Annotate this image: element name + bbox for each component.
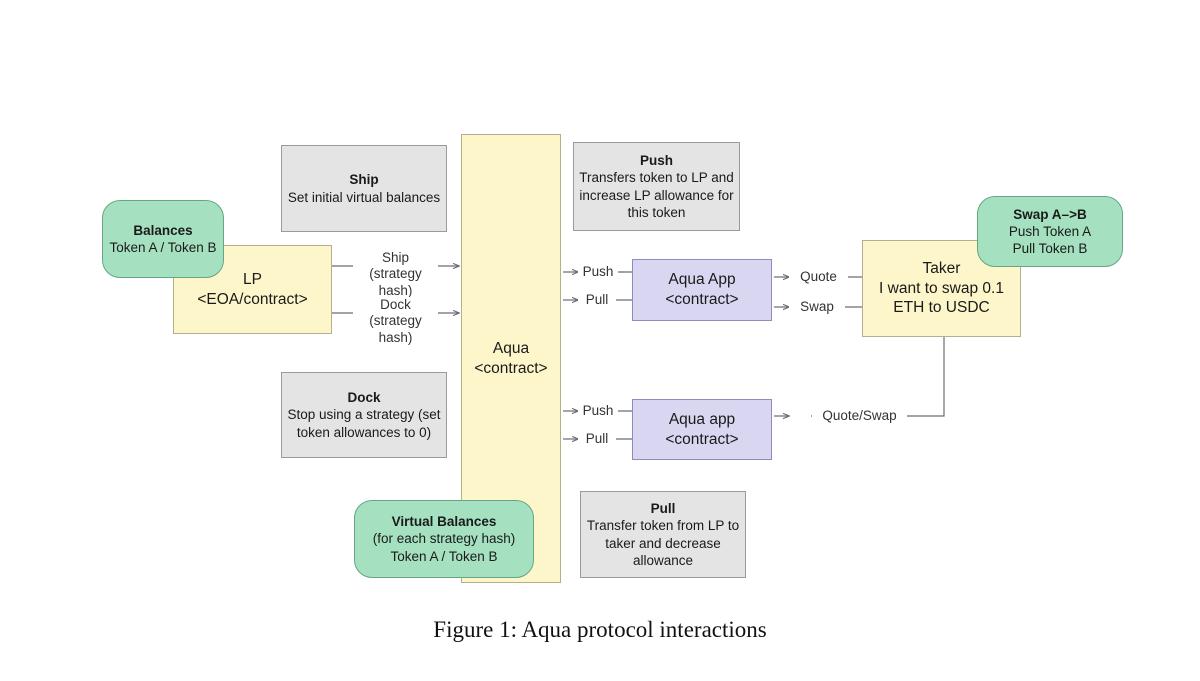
swap-note-line2: Pull Token B [1012,241,1088,257]
edge-label-swap: Swap [789,299,845,315]
balances-line1: Token A / Token B [109,240,217,255]
push-note-line1: Transfers token to LP and [579,170,734,186]
aqua-line2: <contract> [474,359,548,377]
aqua-app-bottom-line2: <contract> [665,430,739,448]
pull-note-line2: taker and decrease [605,535,721,551]
aqua-app-bottom-line1: Aqua app [668,410,736,428]
pull-note-title: Pull [650,500,676,516]
dock-note-title: Dock [347,390,381,406]
node-virtual-balances[interactable]: Virtual Balances (for each strategy hash… [354,500,534,578]
virtual-balances-line1: (for each strategy hash) [372,531,516,547]
aqua-line1: Aqua [492,339,530,357]
lp-line2: <EOA/contract> [197,290,308,308]
aqua-app-top-line1: Aqua App [668,271,736,289]
edge-label-dock: Dock (strategy hash) [353,297,438,347]
edge-label-pull-bottom: Pull [578,431,616,447]
node-push-note[interactable]: Push Transfers token to LP and increase … [573,142,740,231]
aqua-app-top-line2: <contract> [665,291,739,308]
dock-note-line2: token allowances to 0) [296,424,432,440]
taker-line2: I want to swap 0.1 [879,279,1004,297]
virtual-balances-line2: Token A / Token B [390,548,498,564]
ship-note-line1: Set initial virtual balances [287,189,441,205]
node-balances[interactable]: Balances Token A / Token B [102,200,224,278]
edge-label-push-bottom: Push [578,403,618,419]
taker-line1: Taker [922,259,961,277]
node-aqua-app-top[interactable]: Aqua App <contract> [632,259,772,321]
swap-note-line1: Push Token A [1008,223,1092,239]
node-ship-note[interactable]: Ship Set initial virtual balances [281,145,447,232]
node-swap-note[interactable]: Swap A–>B Push Token A Pull Token B [977,196,1123,267]
figure-caption: Figure 1: Aqua protocol interactions [433,617,767,642]
push-note-line3: this token [627,204,686,220]
node-pull-note[interactable]: Pull Transfer token from LP to taker and… [580,491,746,578]
edge-label-push-top: Push [578,264,618,280]
wire-quoteswap-elbow [811,337,945,417]
dock-note-line1: Stop using a strategy (set [287,407,441,423]
pull-note-line3: allowance [632,552,694,568]
node-dock-note[interactable]: Dock Stop using a strategy (set token al… [281,372,447,458]
balances-title: Balances [133,222,193,238]
virtual-balances-title: Virtual Balances [391,514,497,530]
node-taker[interactable]: Taker I want to swap 0.1 ETH to USDC [862,240,1021,337]
edge-label-quote-swap: Quote/Swap [812,408,907,424]
ship-note-title: Ship [349,172,379,188]
pull-note-line1: Transfer token from LP to [586,518,740,534]
push-note-line2: increase LP allowance for [579,187,734,203]
lp-line1: LP [243,270,262,288]
node-aqua-app-bottom[interactable]: Aqua app <contract> [632,399,772,460]
edge-label-quote: Quote [789,269,848,285]
push-note-title: Push [639,152,673,168]
edge-label-pull-top: Pull [578,292,616,308]
edge-label-ship: Ship (strategy hash) [353,250,438,300]
swap-note-title: Swap A–>B [1013,206,1087,222]
taker-line3: ETH to USDC [893,299,990,317]
